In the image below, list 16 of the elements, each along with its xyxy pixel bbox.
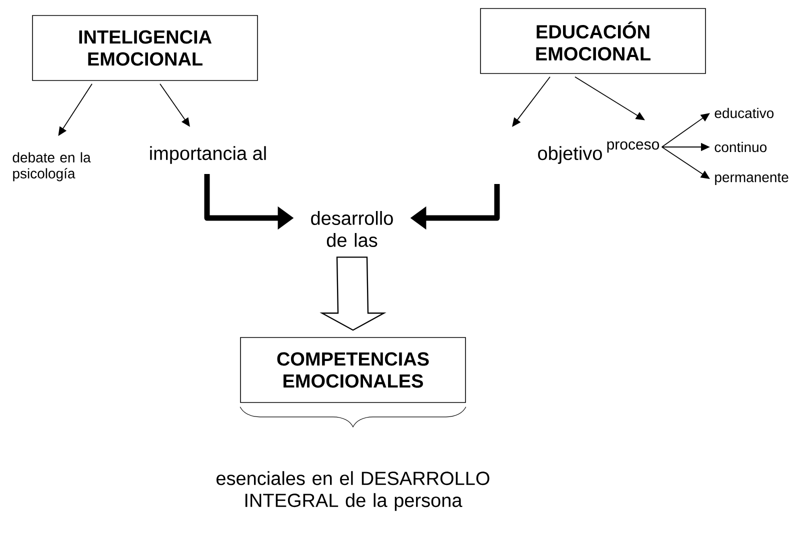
concept-text: desarrollo de las	[311, 211, 393, 247]
heading-box: COMPETENCIAS EMOCIONALES	[240, 337, 466, 403]
concept-text: permanente	[715, 173, 788, 185]
heading-box: INTELIGENCIA EMOCIONAL	[32, 15, 258, 81]
note-text: esenciales en el DESARROLLO INTEGRAL de la persona	[216, 471, 490, 511]
concept-text: objetivo	[538, 146, 602, 164]
concept-text: proceso	[607, 141, 660, 153]
concept-text: continuo	[714, 142, 767, 152]
concept-text: debate en la psicología	[12, 152, 91, 182]
block-arrow	[320, 256, 386, 331]
arrow	[661, 113, 710, 148]
arrow	[661, 146, 710, 179]
concept-text: importancia al	[150, 146, 266, 164]
concept-text: educativo	[714, 108, 774, 118]
arrow	[58, 83, 92, 136]
heading-box: EDUCACIÓN EMOCIONAL	[480, 8, 706, 74]
